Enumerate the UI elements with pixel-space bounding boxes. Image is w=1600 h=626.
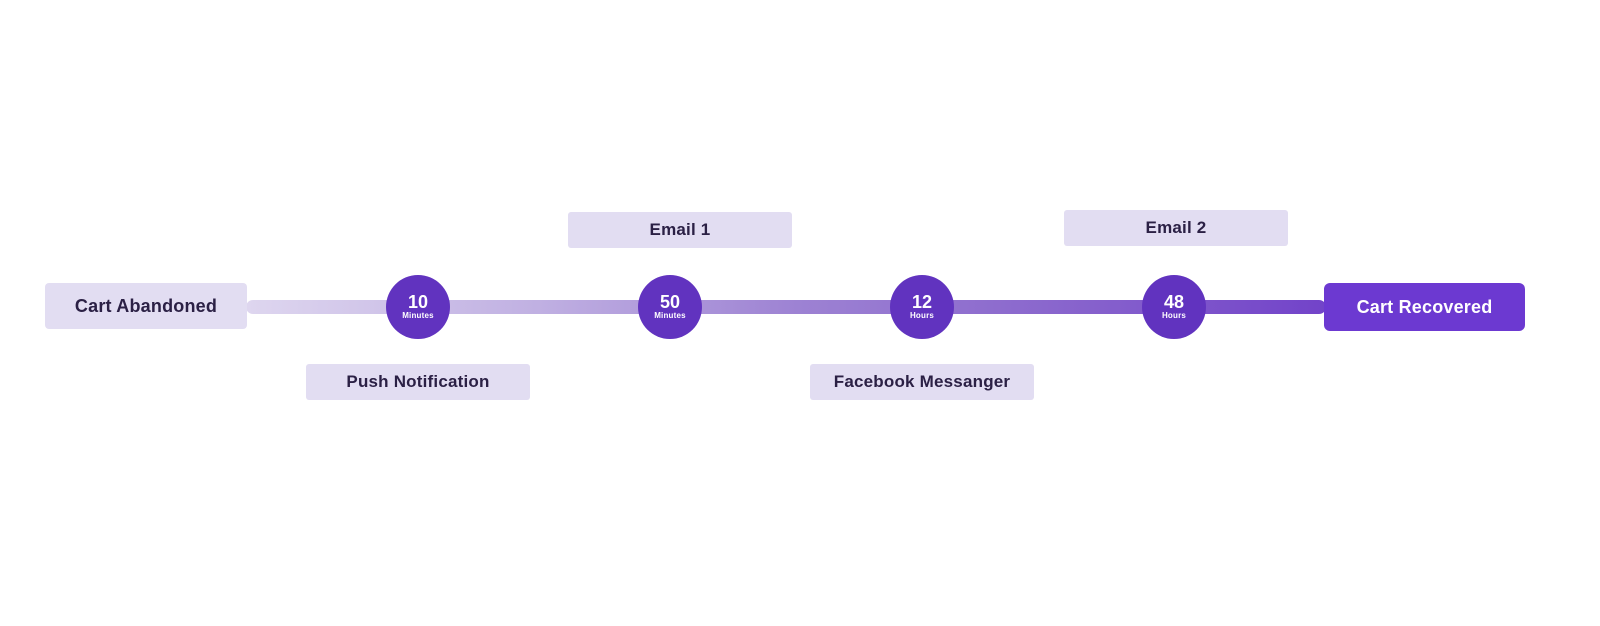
milestone-time-unit: Minutes	[654, 311, 686, 320]
channel-label-text: Facebook Messanger	[833, 372, 1011, 391]
start-node-label: Cart Abandoned	[74, 295, 218, 316]
channel-label-email-2: Email 2	[1064, 210, 1288, 246]
end-node-label: Cart Recovered	[1356, 296, 1493, 317]
milestone-node-10-minutes: 10 Minutes	[386, 275, 450, 339]
channel-label-push-notification: Push Notification	[306, 364, 530, 400]
start-node-cart-abandoned: Cart Abandoned	[45, 283, 247, 329]
channel-label-facebook-messanger: Facebook Messanger	[810, 364, 1034, 400]
milestone-time-unit: Hours	[909, 311, 935, 320]
channel-label-text: Email 2	[1145, 218, 1207, 237]
channel-label-email-1: Email 1	[568, 212, 792, 248]
milestone-time-value: 12	[911, 292, 933, 312]
milestone-time-value: 48	[1163, 292, 1185, 312]
milestone-time-value: 10	[407, 292, 429, 312]
timeline-connector-line	[246, 300, 1326, 314]
milestone-node-48-hours: 48 Hours	[1142, 275, 1206, 339]
milestone-time-value: 50	[659, 292, 681, 312]
milestone-node-12-hours: 12 Hours	[890, 275, 954, 339]
channel-label-text: Email 1	[649, 220, 711, 239]
milestone-time-unit: Hours	[1161, 311, 1187, 320]
end-node-cart-recovered: Cart Recovered	[1324, 283, 1525, 331]
milestone-time-unit: Minutes	[402, 311, 434, 320]
channel-label-text: Push Notification	[346, 372, 490, 391]
milestone-node-50-minutes: 50 Minutes	[638, 275, 702, 339]
